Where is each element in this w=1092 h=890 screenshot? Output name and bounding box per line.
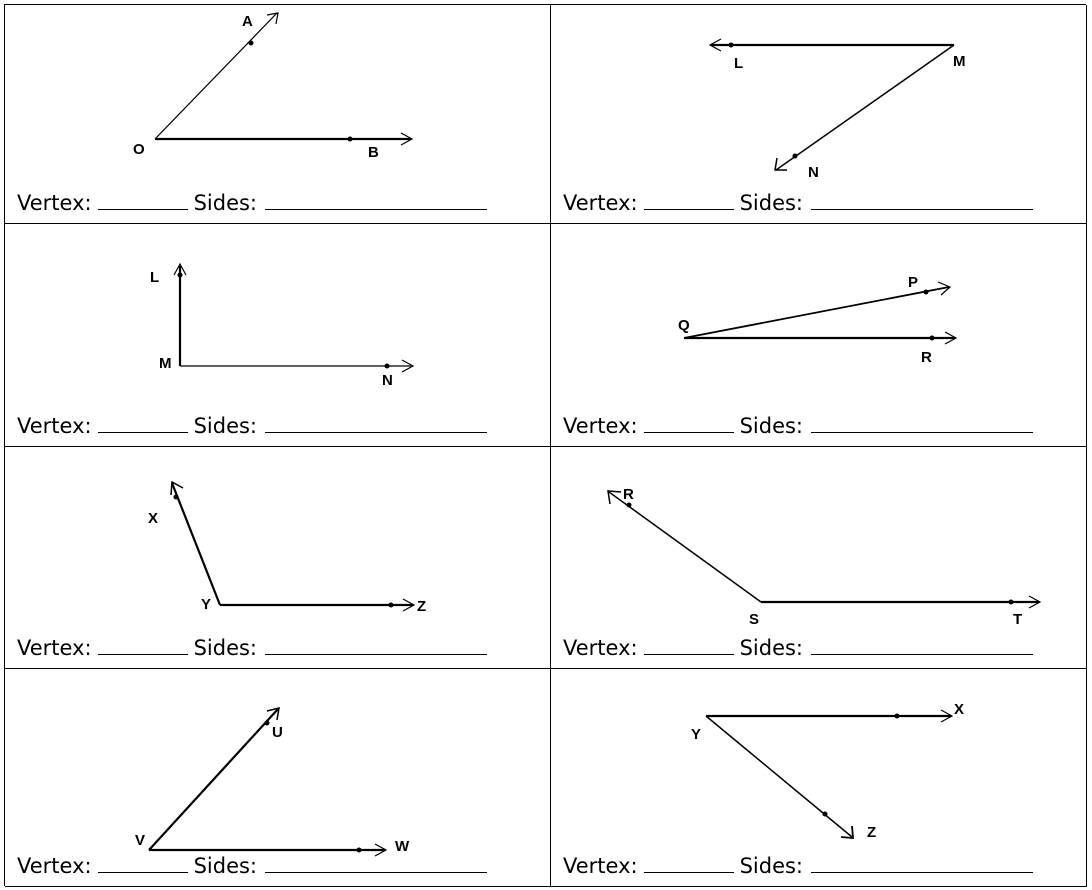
point-label-a: U <box>272 724 283 741</box>
point-label-a: R <box>623 486 634 503</box>
point-label-b: M <box>159 355 172 372</box>
point-label-b: Q <box>678 317 690 334</box>
sides-blank[interactable] <box>265 191 488 210</box>
point-label-a: P <box>908 274 918 291</box>
angle-cell-2: L M N Vertex: Sides: <box>551 5 1087 224</box>
sides-blank[interactable] <box>811 636 1034 655</box>
vertex-blank[interactable] <box>97 191 188 210</box>
sides-blank[interactable] <box>265 854 488 873</box>
vertex-label: Vertex: <box>563 636 638 660</box>
sides-blank[interactable] <box>811 414 1034 433</box>
sides-label: Sides: <box>193 191 258 215</box>
sides-blank[interactable] <box>265 414 488 433</box>
answer-line: Vertex: Sides: <box>563 191 1034 215</box>
angle-cell-6: R S T Vertex: Sides: <box>551 447 1087 669</box>
vertex-blank[interactable] <box>643 636 734 655</box>
answer-line: Vertex: Sides: <box>17 636 488 660</box>
point-label-b: Y <box>201 596 211 613</box>
point-label-c: Z <box>867 824 876 841</box>
angle-cell-3: L M N Vertex: Sides: <box>5 224 551 447</box>
answer-line: Vertex: Sides: <box>17 854 488 878</box>
answer-line: Vertex: Sides: <box>563 414 1034 438</box>
angle-figure-3: L M N <box>150 262 415 389</box>
point-label-c: W <box>395 838 410 855</box>
point-label-b: M <box>953 53 966 70</box>
vertex-label: Vertex: <box>17 854 92 878</box>
sides-label: Sides: <box>193 636 258 660</box>
vertex-label: Vertex: <box>563 414 638 438</box>
vertex-blank[interactable] <box>97 414 188 433</box>
vertex-blank[interactable] <box>643 414 734 433</box>
point-label-a: X <box>148 510 158 527</box>
answer-line: Vertex: Sides: <box>563 636 1034 660</box>
angle-cell-5: X Y Z Vertex: Sides: <box>5 447 551 669</box>
point-label-c: N <box>808 164 819 181</box>
angle-cell-8: X Y Z Vertex: Sides: <box>551 669 1087 887</box>
sides-blank[interactable] <box>811 191 1034 210</box>
point-label-b: V <box>135 832 145 849</box>
sides-label: Sides: <box>739 854 804 878</box>
sides-blank[interactable] <box>265 636 488 655</box>
point-label-a: L <box>150 269 159 286</box>
angle-figure-4: P Q R <box>678 274 958 366</box>
point-label-a: L <box>734 55 743 72</box>
point-label-a: X <box>954 701 964 718</box>
angle-figure-5: X Y Z <box>148 480 426 615</box>
answer-line: Vertex: Sides: <box>563 854 1034 878</box>
point-label-c: N <box>382 372 393 389</box>
vertex-label: Vertex: <box>17 636 92 660</box>
point-label-b: S <box>749 611 759 628</box>
angle-worksheet-grid: A O B Vertex: Sides: L M N Vertex: Sides: <box>4 4 1087 887</box>
answer-line: Vertex: Sides: <box>17 414 488 438</box>
answer-line: Vertex: Sides: <box>17 191 488 215</box>
sides-label: Sides: <box>193 414 258 438</box>
angle-cell-7: U V W Vertex: Sides: <box>5 669 551 887</box>
sides-label: Sides: <box>193 854 258 878</box>
angle-cell-1: A O B Vertex: Sides: <box>5 5 551 224</box>
point-label-c: R <box>921 349 932 366</box>
point-label-b: Y <box>691 726 701 743</box>
vertex-blank[interactable] <box>643 191 734 210</box>
sides-label: Sides: <box>739 636 804 660</box>
angle-figure-8: X Y Z <box>691 701 964 841</box>
vertex-blank[interactable] <box>643 854 734 873</box>
point-label-a: A <box>242 13 253 30</box>
angle-figure-6: R S T <box>607 486 1042 628</box>
point-label-c: T <box>1013 611 1022 628</box>
sides-label: Sides: <box>739 191 804 215</box>
vertex-label: Vertex: <box>17 191 92 215</box>
vertex-label: Vertex: <box>17 414 92 438</box>
angle-figure-1: A O B <box>133 12 414 161</box>
angle-figure-2: L M N <box>708 38 966 181</box>
vertex-blank[interactable] <box>97 854 188 873</box>
sides-label: Sides: <box>739 414 804 438</box>
vertex-label: Vertex: <box>563 191 638 215</box>
angle-cell-4: P Q R Vertex: Sides: <box>551 224 1087 447</box>
point-label-c: Z <box>417 598 426 615</box>
vertex-blank[interactable] <box>97 636 188 655</box>
angle-figure-7: U V W <box>135 706 410 857</box>
sides-blank[interactable] <box>811 854 1034 873</box>
point-label-b: O <box>133 141 145 158</box>
point-label-c: B <box>368 144 379 161</box>
vertex-label: Vertex: <box>563 854 638 878</box>
